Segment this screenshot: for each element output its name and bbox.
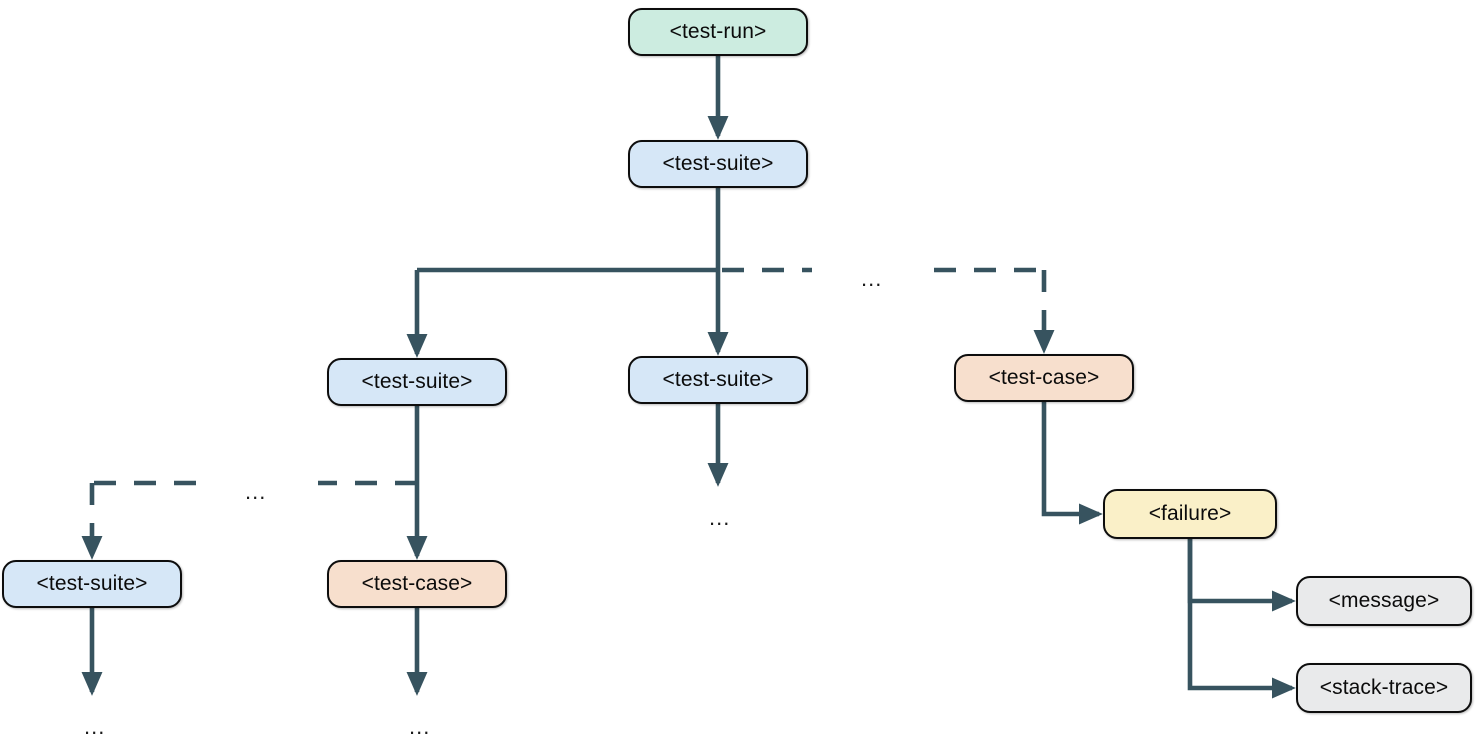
edge-failure-to-stack-trace	[1187, 539, 1296, 699]
node-label: <test-suite>	[36, 572, 148, 595]
node-label: <failure>	[1148, 502, 1232, 525]
node-test-case-l3-mid[interactable]: <test-case>	[327, 560, 507, 608]
node-failure[interactable]: <failure>	[1103, 489, 1277, 539]
node-label: <test-suite>	[662, 152, 774, 175]
node-test-run-root[interactable]: <test-run>	[628, 8, 808, 56]
node-label: <test-case>	[361, 572, 473, 595]
ellipsis-under-suite-left: ...	[84, 714, 106, 739]
node-test-suite-l1[interactable]: <test-suite>	[628, 140, 808, 188]
ellipsis-branch-top: ...	[861, 266, 883, 291]
node-label: <test-run>	[669, 20, 767, 43]
edge-failure-to-message	[1187, 539, 1296, 612]
node-message[interactable]: <message>	[1296, 576, 1472, 626]
node-label: <test-case>	[988, 366, 1100, 389]
ellipsis-branch-lower: ...	[245, 479, 267, 504]
node-label: <test-suite>	[361, 370, 473, 393]
node-test-suite-l3-left[interactable]: <test-suite>	[2, 560, 182, 608]
node-test-suite-l2-left[interactable]: <test-suite>	[327, 358, 507, 406]
node-label: <stack-trace>	[1319, 676, 1449, 699]
node-label: <message>	[1328, 589, 1440, 612]
ellipsis-under-suite-mid: ...	[709, 505, 731, 530]
ellipsis-under-case-mid: ...	[409, 714, 431, 739]
node-stack-trace[interactable]: <stack-trace>	[1296, 663, 1472, 713]
node-label: <test-suite>	[662, 368, 774, 391]
node-test-case-l2-right[interactable]: <test-case>	[954, 354, 1134, 402]
edge-case-to-failure	[1041, 402, 1103, 525]
node-test-suite-l2-mid[interactable]: <test-suite>	[628, 356, 808, 404]
